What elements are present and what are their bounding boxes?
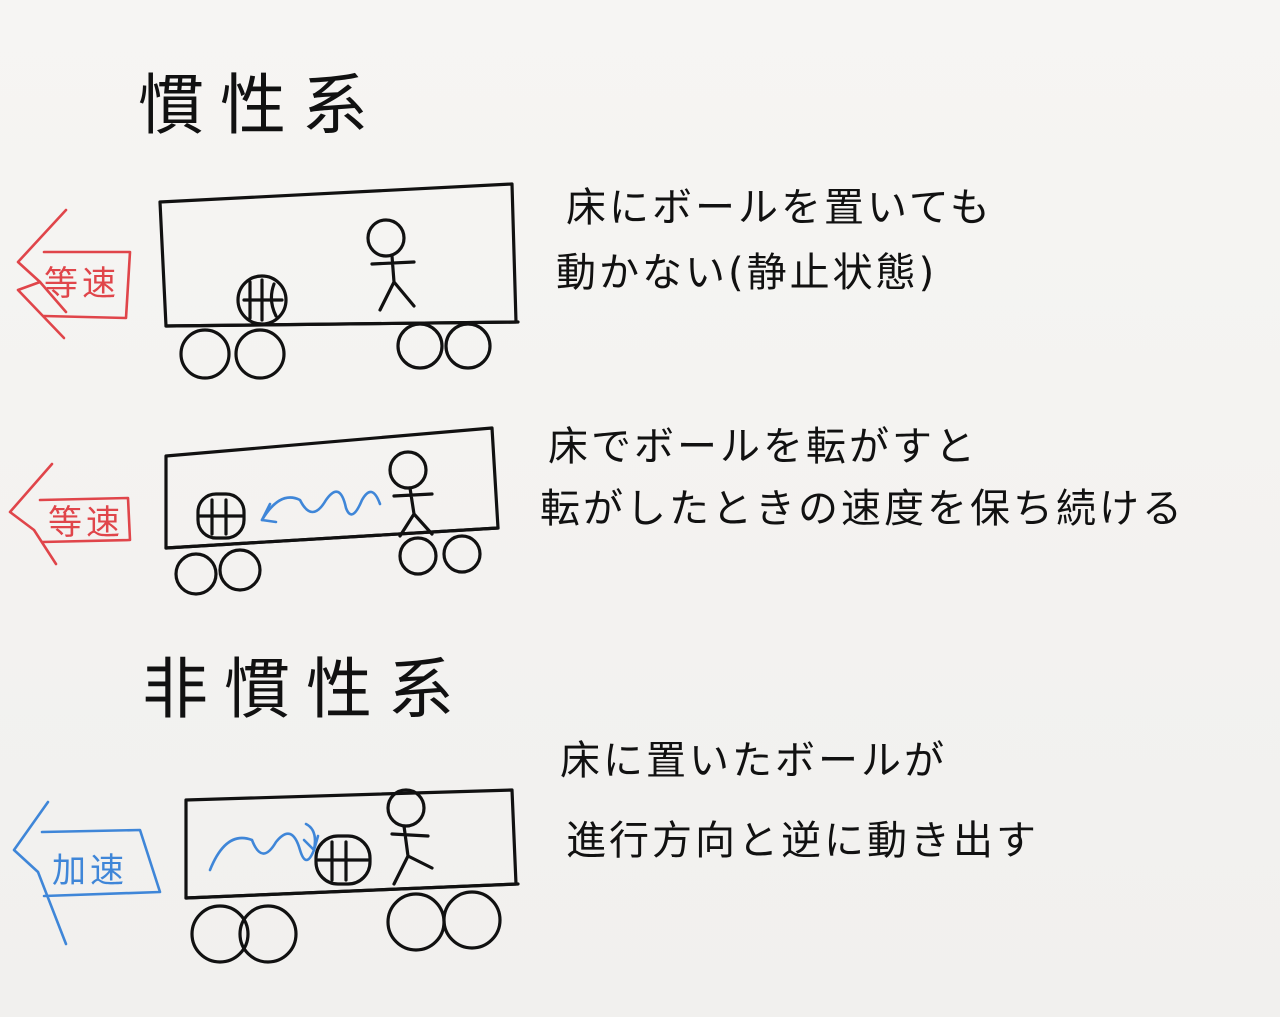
wheel <box>398 536 438 576</box>
wheel <box>238 904 298 964</box>
wheel <box>190 904 250 964</box>
wheel <box>442 890 502 950</box>
wheel <box>218 548 262 592</box>
ball-icon <box>236 274 288 326</box>
person-icon <box>388 450 434 538</box>
direction-arrow-scene-3 <box>12 800 162 946</box>
note-scene-2-line-2: 転がしたときの速度を保ち続ける <box>540 486 1185 532</box>
wheel <box>234 328 286 380</box>
scene-2 <box>8 426 500 596</box>
direction-arrow-scene-2 <box>8 462 132 566</box>
note-scene-1-line-1: 床にボールを置いても <box>566 185 993 231</box>
wheel <box>396 322 444 370</box>
motion-trail-icon <box>260 490 382 524</box>
note-scene-3-line-2: 進行方向と逆に動き出す <box>566 818 1039 864</box>
note-scene-3-line-1: 床に置いたボールが <box>560 738 947 784</box>
floor-line-scene-1 <box>164 320 520 328</box>
note-scene-1-line-2: 動かない(静止状態) <box>556 250 938 296</box>
scene-1 <box>16 182 520 380</box>
heading-non-inertial-frame: 非慣性系 <box>142 651 470 728</box>
person-icon <box>366 218 416 312</box>
speed-label-scene-3: 加速 <box>52 851 128 891</box>
person-icon <box>386 788 434 886</box>
wheel <box>442 534 482 574</box>
speed-label-scene-2: 等速 <box>48 503 124 543</box>
scene-3 <box>12 788 520 964</box>
wheel <box>444 322 492 370</box>
motion-trail-icon <box>208 822 320 872</box>
note-scene-2-line-1: 床でボールを転がすと <box>548 424 978 470</box>
wheel <box>179 328 231 380</box>
floor-line-scene-3 <box>184 882 520 900</box>
heading-inertial-frame: 慣性系 <box>138 67 384 144</box>
wheel <box>386 892 446 952</box>
speed-label-scene-1: 等速 <box>44 264 120 304</box>
floor-line-scene-2 <box>164 526 500 550</box>
direction-arrow-scene-1 <box>16 208 132 340</box>
ball-icon <box>196 492 246 540</box>
train-car-scene-3 <box>184 788 518 900</box>
ball-icon <box>314 834 372 886</box>
wheel <box>174 552 218 596</box>
train-car-scene-1 <box>158 182 518 328</box>
